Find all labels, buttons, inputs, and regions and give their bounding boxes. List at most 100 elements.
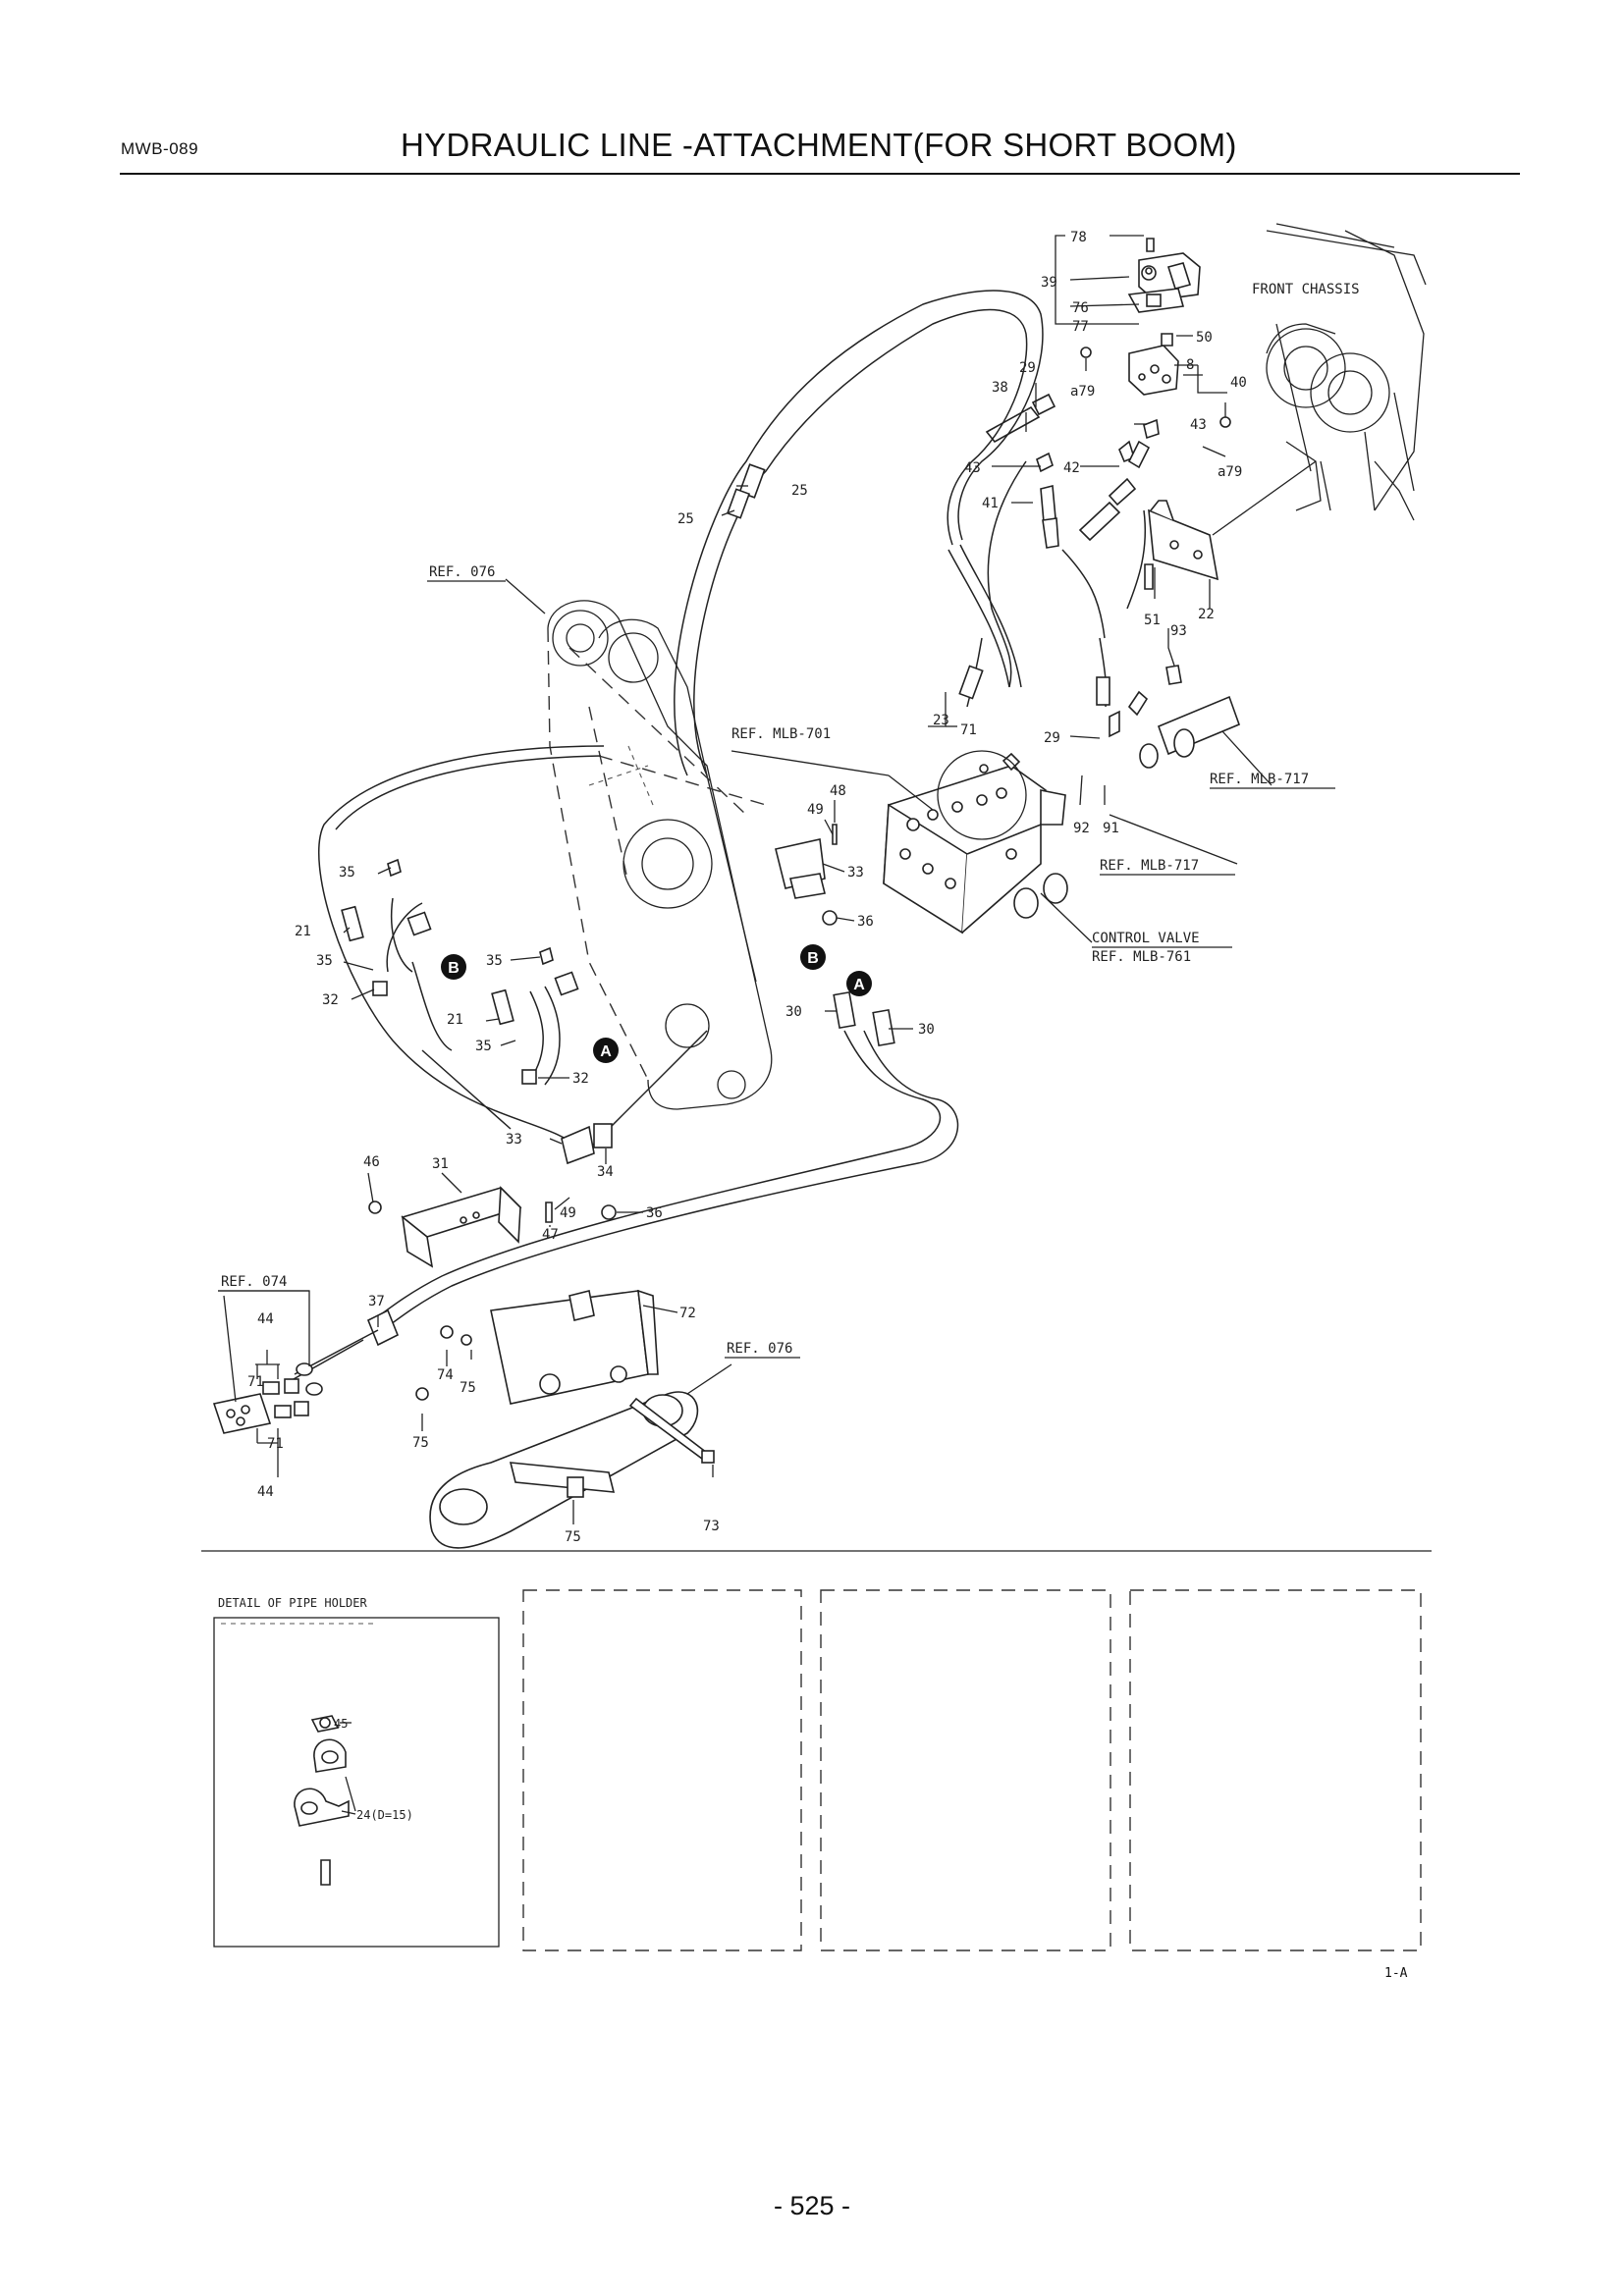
hoses-to-control-valve [958,460,1147,708]
svg-text:75: 75 [565,1529,581,1545]
svg-text:21: 21 [447,1012,463,1028]
cylinder-717 [1109,690,1241,769]
svg-text:44: 44 [257,1311,274,1327]
svg-text:FRONT CHASSIS: FRONT CHASSIS [1252,282,1360,297]
svg-text:36: 36 [646,1205,663,1221]
boom-structure [547,600,773,1110]
svg-text:REF. MLB-701: REF. MLB-701 [731,726,831,742]
svg-text:45: 45 [334,1717,348,1731]
svg-text:24(D=15): 24(D=15) [356,1808,413,1822]
svg-text:CONTROL VALVE: CONTROL VALVE [1092,931,1200,946]
svg-text:92: 92 [1073,821,1090,836]
svg-text:a79: a79 [1218,464,1242,480]
svg-text:33: 33 [847,865,864,881]
svg-text:B: B [807,950,819,967]
page-code: MWB-089 [121,139,199,158]
marker-a-1: A [593,1038,619,1063]
svg-text:91: 91 [1103,821,1119,836]
svg-text:REF. 074: REF. 074 [221,1274,287,1290]
detail-pipe-holder-box: DETAIL OF PIPE HOLDER 45 24(D=15) [213,1596,500,1948]
svg-text:75: 75 [460,1380,476,1396]
marker-b-2: B [800,944,826,970]
svg-text:34: 34 [597,1164,614,1180]
fittings-left [341,858,579,1085]
svg-text:43: 43 [1190,417,1207,433]
hoses-lower [284,990,959,1396]
page-title: HYDRAULIC LINE -ATTACHMENT(FOR SHORT BOO… [401,127,1237,163]
svg-text:35: 35 [475,1039,492,1054]
svg-text:REF. 076: REF. 076 [727,1341,792,1357]
svg-text:71: 71 [960,722,977,738]
svg-text:73: 73 [703,1519,720,1534]
svg-text:31: 31 [432,1156,449,1172]
marker-a-2: A [846,971,872,996]
lower-link-assembly [415,1289,715,1549]
svg-text:DETAIL OF PIPE HOLDER: DETAIL OF PIPE HOLDER [218,1596,367,1610]
svg-text:29: 29 [1019,360,1036,376]
svg-text:49: 49 [807,802,824,818]
svg-text:30: 30 [785,1004,802,1020]
svg-text:41: 41 [982,496,999,511]
svg-text:25: 25 [791,483,808,499]
svg-text:44: 44 [257,1484,274,1500]
svg-text:38: 38 [992,380,1008,396]
valve-block-39 [1127,238,1201,396]
svg-text:REF. MLB-761: REF. MLB-761 [1092,949,1191,965]
svg-text:50: 50 [1196,330,1213,346]
svg-text:a79: a79 [1070,384,1095,400]
fittings-ref-074 [212,1378,309,1434]
svg-text:51: 51 [1144,613,1161,628]
svg-text:46: 46 [363,1154,380,1170]
svg-text:40: 40 [1230,375,1247,391]
svg-text:B: B [448,960,460,977]
svg-text:25: 25 [677,511,694,527]
part-callouts: 78 39 76 77 50 8 40 29 38 a79 43 a79 43 … [247,230,1247,1545]
svg-text:71: 71 [247,1374,264,1390]
svg-text:REF. MLB-717: REF. MLB-717 [1100,858,1199,874]
title-rule [120,173,1520,175]
marker-b-1: B [441,954,466,980]
svg-text:23: 23 [933,713,949,728]
sheet-code: 1-A [1384,1966,1408,1981]
svg-text:48: 48 [830,783,846,799]
svg-text:30: 30 [918,1022,935,1038]
bracket-33-lower [545,1123,617,1223]
svg-text:77: 77 [1072,319,1089,335]
svg-text:36: 36 [857,914,874,930]
fittings-upper [985,347,1231,549]
svg-text:A: A [853,977,865,993]
empty-dashed-boxes [522,1589,1422,1951]
svg-text:76: 76 [1072,300,1089,316]
svg-text:71: 71 [267,1436,284,1452]
svg-text:35: 35 [316,953,333,969]
svg-text:47: 47 [542,1227,559,1243]
svg-text:37: 37 [368,1294,385,1309]
svg-text:93: 93 [1170,623,1187,639]
svg-text:72: 72 [679,1306,696,1321]
page-number: - 525 - [773,2191,851,2220]
front-chassis-drawing [1266,223,1427,521]
svg-text:32: 32 [572,1071,589,1087]
svg-text:REF. MLB-717: REF. MLB-717 [1210,772,1309,787]
hose-loop-25 [674,290,1044,776]
hoses-boom-left [317,745,708,1159]
svg-text:29: 29 [1044,730,1060,746]
svg-text:49: 49 [560,1205,576,1221]
svg-text:REF. 076: REF. 076 [429,564,495,580]
svg-text:78: 78 [1070,230,1087,245]
svg-text:42: 42 [1063,460,1080,476]
svg-text:A: A [600,1043,612,1060]
svg-text:32: 32 [322,992,339,1008]
bracket-33-upper [775,824,838,926]
bracket-22 [1144,460,1317,685]
svg-text:33: 33 [506,1132,522,1148]
svg-text:22: 22 [1198,607,1215,622]
bracket-31 [368,1186,522,1268]
svg-text:39: 39 [1041,275,1057,291]
svg-text:21: 21 [295,924,311,939]
reference-labels: FRONT CHASSIS REF. 076 REF. MLB-701 REF.… [218,282,1360,1359]
control-valve-drawing [883,750,1068,934]
svg-text:74: 74 [437,1367,454,1383]
svg-text:8: 8 [1186,357,1194,373]
